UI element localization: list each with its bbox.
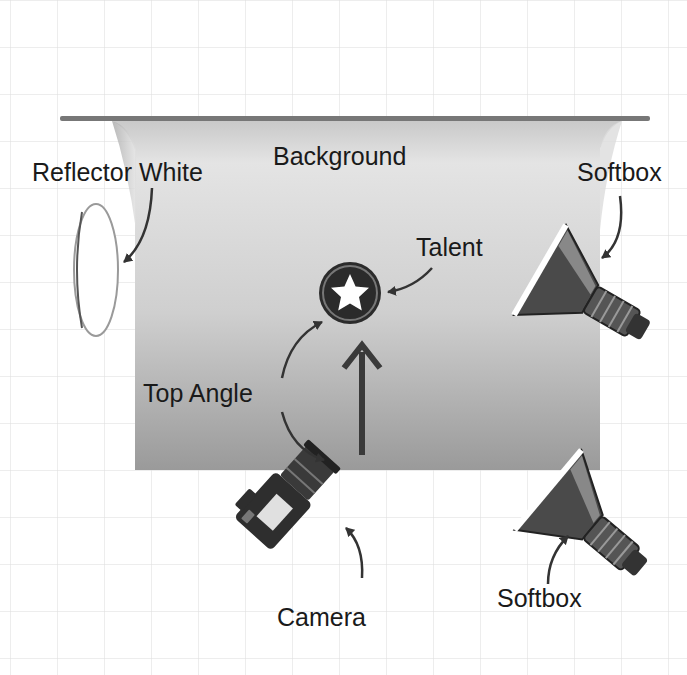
reflector [74,204,118,336]
leader-arrows [124,188,621,584]
softbox-upper [514,225,672,376]
softbox-label: Softbox [497,583,582,613]
talent-symbol [319,262,381,324]
camera [228,432,343,551]
camera-direction-arrow [344,345,380,455]
camera-label: Camera [277,602,366,632]
angle-label: Top Angle [143,378,253,408]
background-label: Background [273,141,406,171]
reflector-label: Reflector White [32,157,203,187]
softbox-label: Softbox [577,157,662,187]
talent-label: Talent [416,232,483,262]
